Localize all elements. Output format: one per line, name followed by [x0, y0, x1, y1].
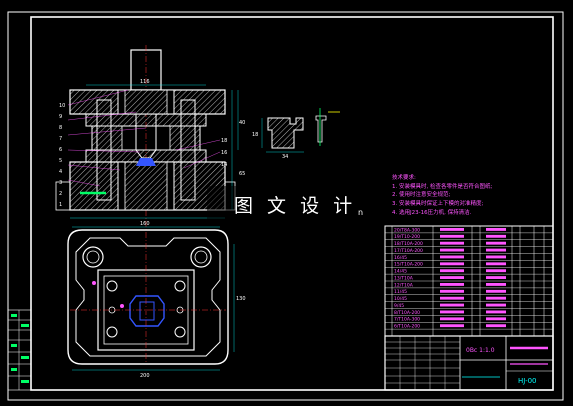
parts-list-name-cell [440, 283, 464, 286]
parts-list-name-cell [440, 310, 464, 314]
parts-list-material-cell [486, 241, 506, 245]
svg-text:4: 4 [59, 169, 62, 175]
parts-list-material-cell [486, 234, 506, 238]
dim-detail-width: 34 [282, 154, 288, 160]
parts-list-code: 17/T10A-200 [394, 248, 423, 254]
parts-list-code: 20/T8A-300 [394, 227, 420, 233]
parts-list-material-cell [486, 310, 506, 314]
sheet-inner-border [30, 16, 554, 391]
title-block [384, 335, 554, 391]
parts-list-material-cell [486, 255, 506, 259]
front-section-view [55, 45, 239, 230]
parts-list-name-cell [440, 296, 464, 300]
parts-list-code: 13/T10A [394, 275, 414, 281]
parts-list-name-cell [440, 276, 464, 279]
parts-list-name-cell [440, 324, 464, 328]
dim-plan-height: 130 [236, 296, 246, 302]
sheet-outer-border [7, 11, 564, 401]
parts-list-code: 12/T10A [394, 282, 414, 288]
notes-item-1: 1. 安装模具时, 检查各零件是否符合图纸; [392, 182, 492, 190]
parts-list-material-cell [486, 289, 506, 293]
notes-item-3: 3. 安装模具时保证上下模的对准精度; [392, 199, 483, 207]
parts-list-material-cell [486, 269, 506, 273]
technical-notes: 技术要求: 1. 安装模具时, 检查各零件是否符合图纸; 2. 使用时注意安全规… [392, 173, 492, 216]
parts-list-name-cell [440, 228, 464, 231]
parts-list-material-cell [486, 262, 506, 266]
svg-text:14: 14 [221, 162, 227, 168]
parts-list-name-cell [440, 289, 464, 293]
svg-text:18: 18 [221, 138, 227, 144]
notes-heading: 技术要求: [392, 173, 416, 181]
parts-list-code: 9/45 [394, 303, 404, 309]
parts-list-material-cell [486, 296, 506, 300]
parts-list-material-cell [486, 303, 506, 307]
parts-list-name-cell [440, 317, 464, 321]
part-detail-view [261, 108, 340, 153]
parts-list-code: 7/T10A-300 [394, 317, 420, 323]
svg-text:8: 8 [59, 125, 62, 131]
parts-list-name-cell [440, 269, 464, 273]
watermark-text: 图 文 设 计 [234, 195, 357, 217]
dim-detail-height: 18 [252, 132, 258, 138]
dim-side-a: 40 [239, 120, 245, 126]
parts-list-material-cell [486, 324, 506, 328]
parts-list-material-cell [486, 276, 506, 279]
watermark-suffix: n [358, 208, 364, 217]
parts-list-name-cell [440, 262, 464, 266]
parts-list-material-cell [486, 317, 506, 321]
parts-list-code: 11/45 [394, 289, 407, 295]
parts-list-name-cell [440, 255, 464, 259]
notes-item-2: 2. 使用时注意安全规范; [392, 190, 450, 198]
dim-plan-width: 160 [140, 221, 150, 227]
svg-text:6: 6 [59, 147, 62, 153]
parts-list-material-cell [486, 248, 506, 252]
parts-list-code: 14/45 [394, 269, 407, 275]
parts-list-code: 6/T10A-200 [394, 324, 420, 330]
svg-text:9: 9 [59, 114, 62, 120]
parts-list-code: 15/T10A-200 [394, 262, 423, 268]
parts-list-name-cell [440, 234, 464, 238]
svg-text:10: 10 [59, 103, 65, 109]
dim-plan-bottom: 200 [140, 373, 150, 379]
parts-list-code: 10/45 [394, 296, 407, 302]
balloon-numbers-left: 10 9 8 7 6 5 4 3 2 1 18 16 14 [59, 103, 227, 208]
binding-strip [7, 309, 32, 391]
parts-list-table: 20/T8A-30019/T10-20018/T10A-20017/T10A-2… [384, 225, 554, 337]
scale-text: 0Bc 1:1.0 [466, 347, 495, 354]
parts-list-name-cell [440, 248, 464, 252]
watermark-backdrop [207, 186, 369, 224]
drawing-number: HJ-00 [518, 377, 537, 385]
svg-text:3: 3 [59, 180, 62, 186]
svg-text:2: 2 [59, 191, 62, 197]
dim-side-b: 65 [239, 171, 245, 177]
dim-top-width: 116 [140, 79, 150, 85]
parts-list-name-cell [440, 303, 464, 307]
plan-view [67, 226, 235, 371]
notes-item-4: 4. 选用J23-16压力机, 保持清洁. [392, 208, 472, 216]
parts-list-material-cell [486, 228, 506, 231]
svg-text:1: 1 [59, 202, 62, 208]
parts-list-code: 8/T10A-200 [394, 310, 420, 316]
parts-list-code: 16/45 [394, 255, 407, 261]
parts-list-material-cell [486, 283, 506, 286]
svg-text:16: 16 [221, 150, 227, 156]
parts-list-name-cell [440, 241, 464, 245]
svg-text:7: 7 [59, 136, 62, 142]
parts-list-code: 18/T10A-200 [394, 241, 423, 247]
svg-text:5: 5 [59, 158, 62, 164]
parts-list-code: 19/T10-200 [394, 234, 420, 240]
